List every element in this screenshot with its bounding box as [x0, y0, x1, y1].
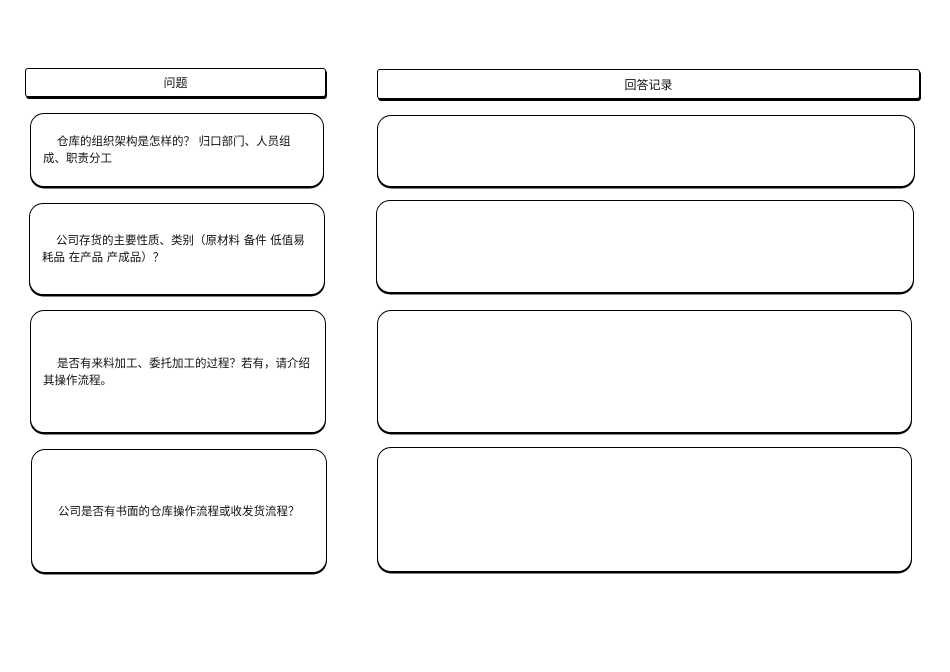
answer-box-3[interactable]	[377, 310, 912, 433]
question-text-3: 是否有来料加工、委托加工的过程？若有，请介绍其操作流程。	[43, 355, 310, 387]
question-text-4: 公司是否有书面的仓库操作流程或收发货流程？	[58, 503, 300, 518]
question-header-label: 问题	[163, 76, 188, 90]
answer-column-header: 回答记录	[377, 69, 920, 99]
question-column-header: 问题	[25, 68, 326, 97]
question-box-3: 是否有来料加工、委托加工的过程？若有，请介绍其操作流程。	[30, 310, 326, 433]
question-box-4: 公司是否有书面的仓库操作流程或收发货流程？	[31, 449, 327, 573]
answer-header-label: 回答记录	[624, 77, 673, 92]
answer-box-4[interactable]	[377, 447, 912, 572]
question-text-2: 公司存货的主要性质、类别（原材料 备件 低值易耗品 在产品 产成品）？	[42, 233, 305, 264]
answer-box-1[interactable]	[377, 115, 915, 187]
answer-box-2[interactable]	[376, 200, 914, 293]
question-box-1: 仓库的组织架构是怎样的？ 归口部门、人员组成、职责分工	[30, 113, 324, 187]
question-text-1: 仓库的组织架构是怎样的？ 归口部门、人员组成、职责分工	[43, 134, 291, 165]
question-box-2: 公司存货的主要性质、类别（原材料 备件 低值易耗品 在产品 产成品）？	[29, 203, 325, 295]
